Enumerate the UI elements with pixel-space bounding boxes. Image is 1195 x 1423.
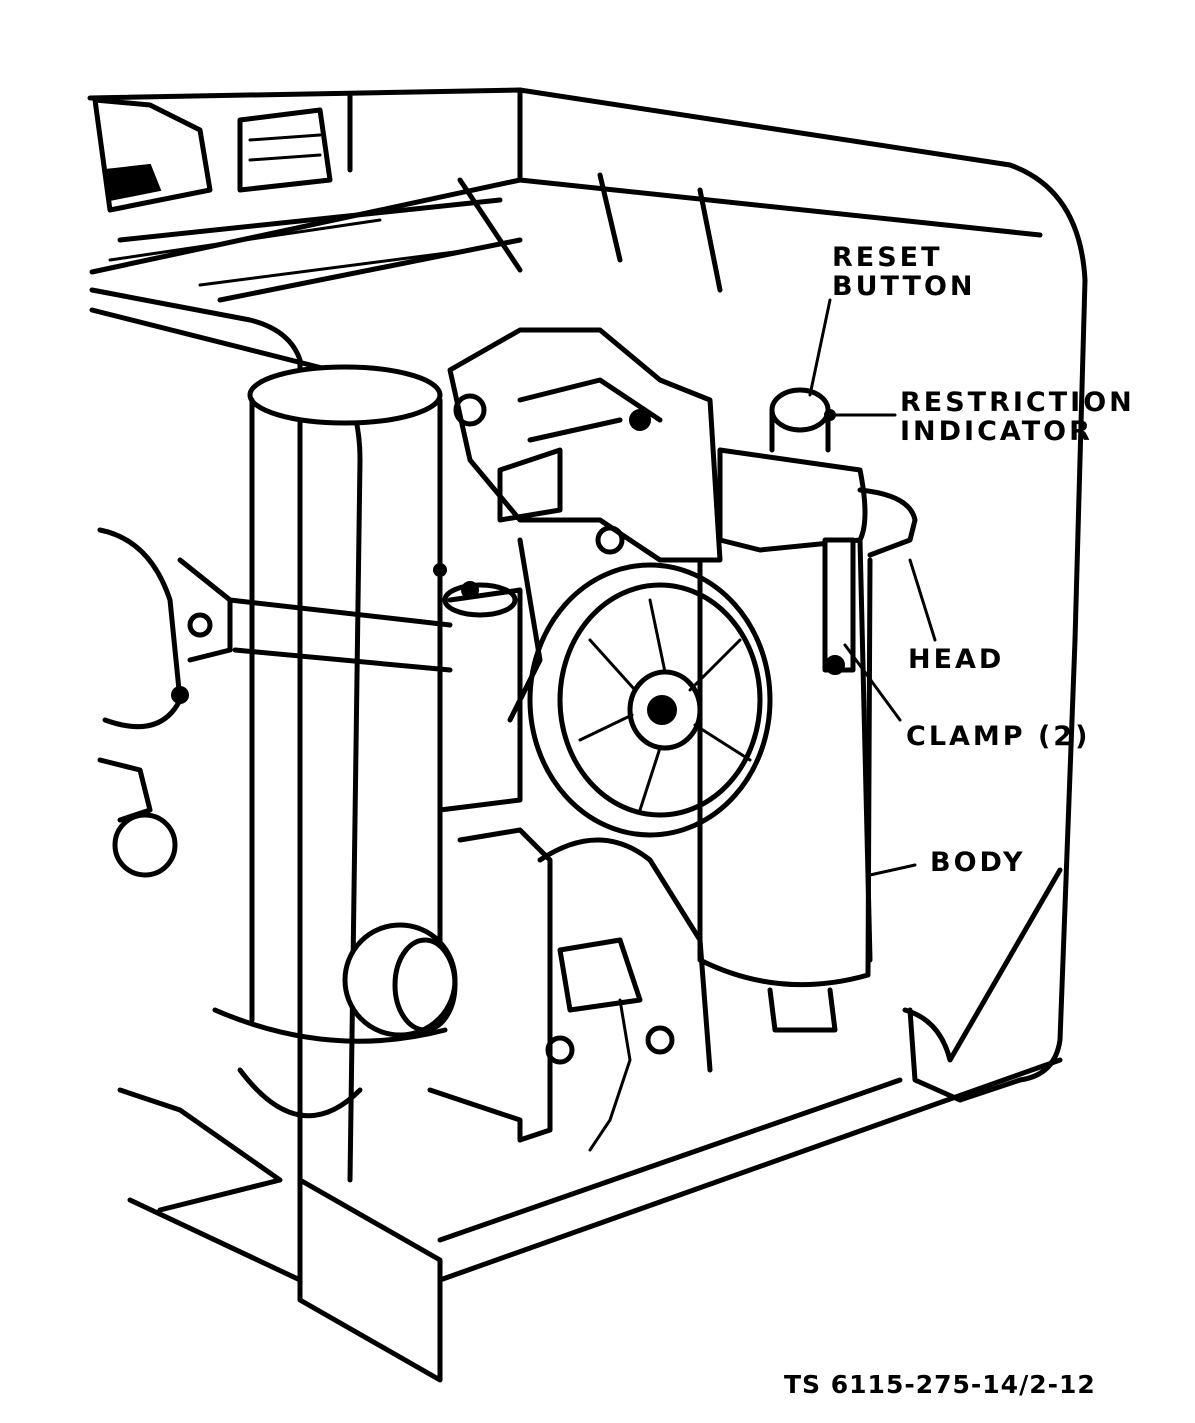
restriction-indicator-label: RESTRICTION INDICATOR	[900, 388, 1135, 446]
reset-button-label-line1: RESET	[832, 242, 943, 273]
fan-pulley	[527, 562, 773, 838]
reset-button-leader	[808, 298, 832, 397]
air-cleaner	[697, 387, 918, 1033]
restriction-indicator-dot	[824, 409, 836, 421]
head-leader	[908, 558, 937, 642]
reset-button-label: RESET BUTTON	[832, 243, 976, 301]
body-leader	[868, 863, 917, 877]
figure-id: TS 6115-275-14/2-12	[784, 1370, 1096, 1399]
reset-button-label-line2: BUTTON	[832, 271, 976, 302]
clamp-leader	[843, 643, 902, 722]
restriction-indicator-label-line2: INDICATOR	[900, 416, 1093, 447]
left-cylinder	[212, 364, 523, 1119]
leader-lines	[808, 298, 937, 877]
generator-frame	[87, 87, 1088, 1383]
engine-left	[97, 527, 303, 1283]
restriction-indicator-label-line1: RESTRICTION	[900, 387, 1135, 418]
intake-piping	[447, 327, 723, 723]
frame-notch	[902, 867, 1063, 1103]
lower-bracket	[427, 827, 713, 1152]
clamp-label: CLAMP (2)	[906, 721, 1091, 752]
body-label: BODY	[930, 847, 1026, 878]
head-label: HEAD	[908, 644, 1005, 675]
